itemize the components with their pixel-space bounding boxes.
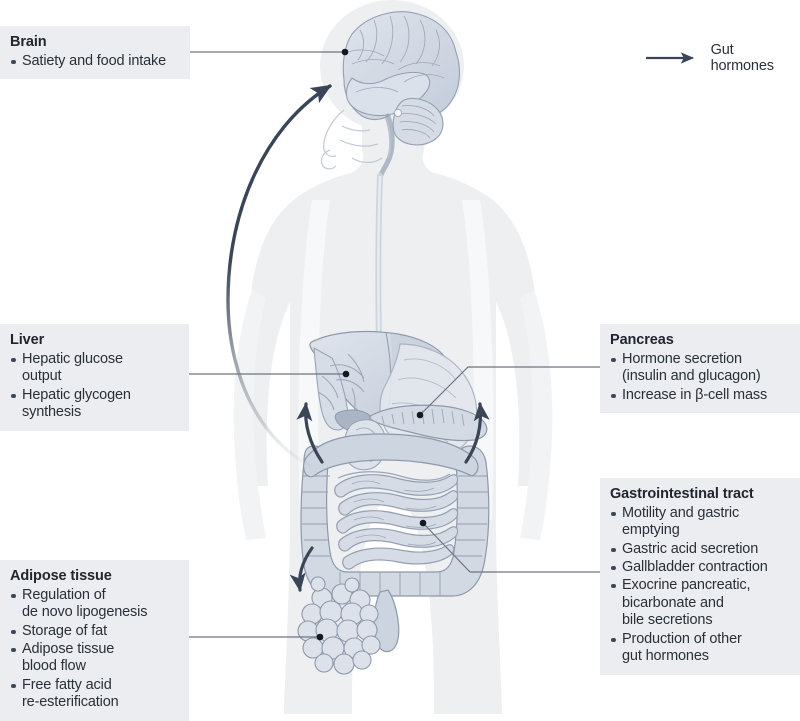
- gut-to-pancreas-arrow: [464, 402, 490, 464]
- list-item-line: de novo lipogenesis: [22, 604, 148, 621]
- list-item-line: bile secretions: [622, 612, 713, 629]
- brain-box-title: Brain: [10, 34, 47, 50]
- list-item-line: blood flow: [22, 658, 86, 675]
- pancreas-info-box: Pancreas Hormone secretion (insulin and …: [600, 324, 800, 414]
- list-item: Free fatty acid re-esterification: [10, 677, 179, 712]
- gut-to-adipose-arrow: [289, 546, 314, 592]
- list-item: Gallbladder contraction: [610, 559, 790, 577]
- list-item-line: synthesis: [22, 404, 82, 421]
- gastrointestinal-info-box: Gastrointestinal tract Motility and gast…: [600, 478, 800, 675]
- brain-info-box: Brain Satiety and food intake: [0, 26, 190, 80]
- liver-info-box: Liver Hepatic glucose output Hepatic gly…: [0, 324, 189, 431]
- pancreas-organ: [343, 404, 488, 471]
- list-item-line: re-esterification: [22, 694, 119, 711]
- adipose-box-list: Regulation of de novo lipogenesis Storag…: [10, 587, 179, 712]
- pancreas-leader-dot: [416, 411, 424, 419]
- large-intestine-organ: [300, 433, 490, 653]
- brain-leader-dot: [341, 48, 349, 56]
- body-silhouette: [233, 0, 553, 714]
- list-item: Gastric acid secretion: [610, 541, 790, 559]
- gastrointestinal-leader-dot: [419, 519, 427, 527]
- small-intestine-organ: [334, 471, 459, 570]
- gastrointestinal-box-list: Motility and gastric emptying Gastric ac…: [610, 505, 790, 666]
- list-item: Motility and gastric emptying: [610, 505, 790, 540]
- list-item: Production of other gut hormones: [610, 631, 790, 666]
- adipose-box-title: Adipose tissue: [10, 568, 112, 584]
- pancreas-box-title: Pancreas: [610, 332, 674, 348]
- list-item: Exocrine pancreatic, bicarbonate and bil…: [610, 577, 790, 630]
- esophagus-organ: [375, 173, 383, 347]
- list-item: Increase in β-cell mass: [610, 387, 790, 405]
- arrow-right-icon: [645, 52, 694, 64]
- gastrointestinal-box-title: Gastrointestinal tract: [610, 486, 754, 502]
- leader-dots: [316, 48, 427, 641]
- brain-organ: [320, 11, 461, 181]
- liver-leader-dot: [342, 370, 350, 378]
- list-item: Hepatic glucose output: [10, 351, 179, 386]
- stomach-organ: [379, 343, 478, 457]
- list-item-line: emptying: [622, 522, 680, 539]
- list-item-line: Adipose tissue: [22, 640, 115, 657]
- list-item-line: output: [22, 368, 62, 385]
- list-item-line: gut hormones: [622, 648, 709, 665]
- list-item-line: Hormone secretion: [622, 350, 742, 367]
- gut-hormone-arrows: [226, 84, 490, 592]
- list-item-line: Hepatic glucose: [22, 350, 123, 367]
- list-item: Adipose tissue blood flow: [10, 641, 179, 676]
- brain-box-list: Satiety and food intake: [10, 53, 180, 71]
- pancreas-box-list: Hormone secretion (insulin and glucagon)…: [610, 351, 790, 405]
- list-item-line: Hepatic glycogen: [22, 386, 131, 403]
- list-item-line: (insulin and glucagon): [622, 368, 761, 385]
- list-item: Hepatic glycogen synthesis: [10, 387, 179, 422]
- list-item-line: Motility and gastric: [622, 504, 740, 521]
- leader-lines: [189, 51, 600, 638]
- list-item: Hormone secretion (insulin and glucagon): [610, 351, 790, 386]
- list-item: Satiety and food intake: [10, 53, 180, 71]
- liver-box-list: Hepatic glucose output Hepatic glycogen …: [10, 351, 179, 422]
- adipose-leader-dot: [316, 633, 324, 641]
- gut-to-brain-arrow: [226, 84, 332, 472]
- pancreas-leader-line: [420, 366, 600, 415]
- list-item: Regulation of de novo lipogenesis: [10, 587, 179, 622]
- adipose-info-box: Adipose tissue Regulation of de novo lip…: [0, 560, 189, 721]
- list-item-line: bicarbonate and: [622, 594, 724, 611]
- gut-to-liver-arrow: [296, 402, 324, 464]
- legend-label: Gut hormones: [710, 42, 774, 74]
- gastrointestinal-leader-line: [423, 523, 600, 573]
- list-item-line: Exocrine pancreatic,: [622, 576, 751, 593]
- list-item-line: Free fatty acid: [22, 676, 112, 693]
- liver-box-title: Liver: [10, 332, 45, 348]
- list-item: Storage of fat: [10, 623, 179, 641]
- list-item-line: Regulation of: [22, 586, 106, 603]
- liver-organ: [309, 330, 451, 433]
- adipose-cell-cluster: [297, 576, 381, 675]
- list-item-line: Production of other: [622, 630, 742, 647]
- legend: Gut hormones: [645, 42, 800, 74]
